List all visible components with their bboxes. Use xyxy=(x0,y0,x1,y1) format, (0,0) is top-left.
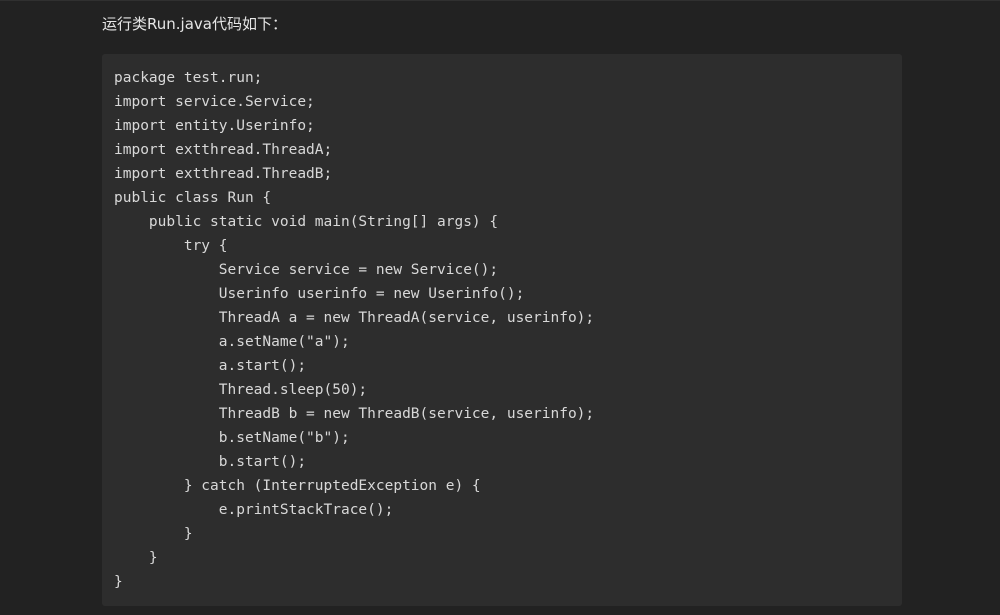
code-block[interactable]: package test.run; import service.Service… xyxy=(102,54,902,606)
code-line: ThreadA a = new ThreadA(service, userinf… xyxy=(114,310,595,326)
code-line: Thread.sleep(50); xyxy=(114,382,368,398)
code-line: package test.run; xyxy=(114,70,263,86)
code-line: a.start(); xyxy=(114,358,307,374)
code-line: } xyxy=(114,550,158,566)
code-line: import entity.Userinfo; xyxy=(114,118,315,134)
code-line: } xyxy=(114,526,193,542)
code-line: } catch (InterruptedException e) { xyxy=(114,478,481,494)
code-line: e.printStackTrace(); xyxy=(114,502,394,518)
code-line: a.setName("a"); xyxy=(114,334,350,350)
top-divider xyxy=(0,0,1000,1)
code-line: import service.Service; xyxy=(114,94,315,110)
code-line: } xyxy=(114,574,123,590)
code-line: Userinfo userinfo = new Userinfo(); xyxy=(114,286,525,302)
code-line: b.start(); xyxy=(114,454,307,470)
code-line: import extthread.ThreadB; xyxy=(114,166,333,182)
code-line: b.setName("b"); xyxy=(114,430,350,446)
code-line: import extthread.ThreadA; xyxy=(114,142,333,158)
intro-paragraph: 运行类Run.java代码如下： xyxy=(102,15,287,33)
code-line: try { xyxy=(114,238,228,254)
code-line: Service service = new Service(); xyxy=(114,262,499,278)
code-line: public class Run { xyxy=(114,190,272,206)
code-line: public static void main(String[] args) { xyxy=(114,214,499,230)
code-line: ThreadB b = new ThreadB(service, userinf… xyxy=(114,406,595,422)
